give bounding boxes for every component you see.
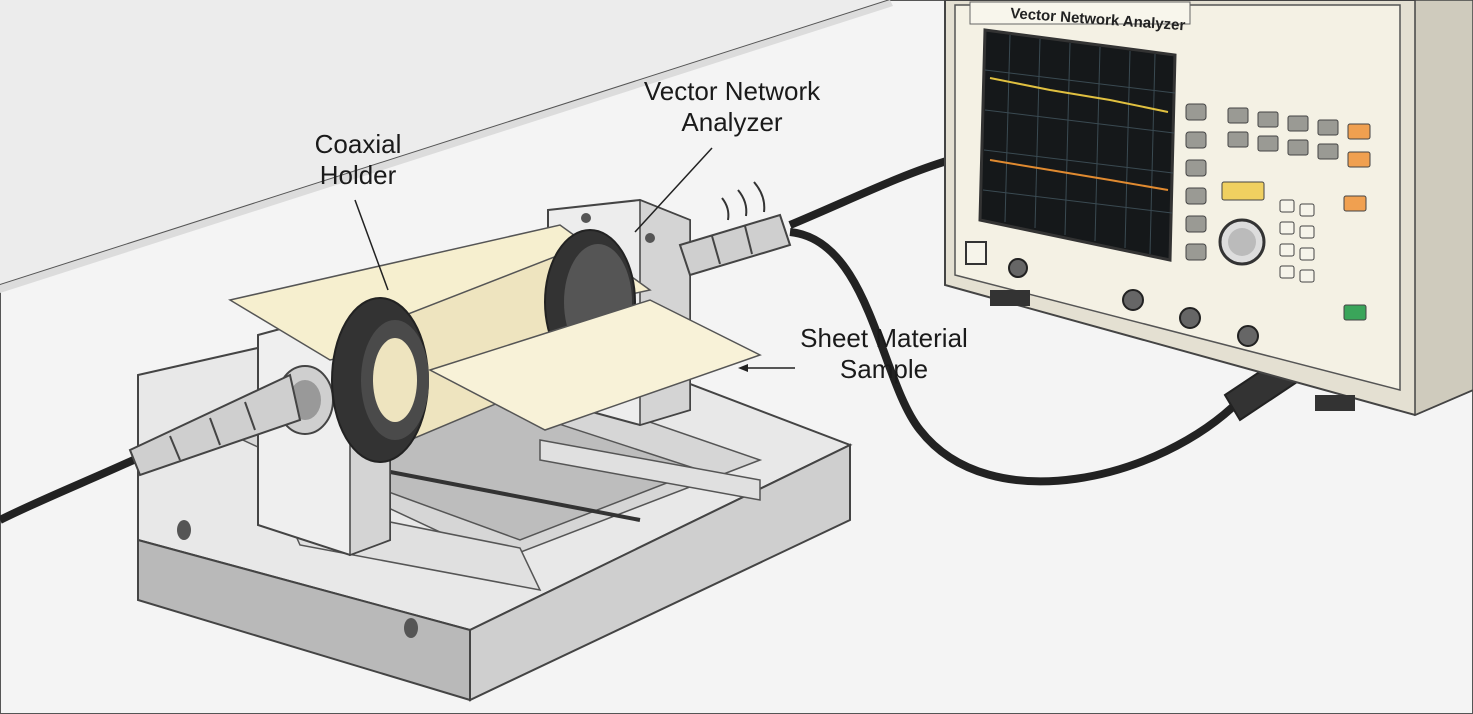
small-knob-3 <box>1179 307 1201 329</box>
callout-coaxial-holder-line2: Holder <box>319 160 397 190</box>
leader-sheet-arrowhead <box>738 364 748 372</box>
callout-coaxial-holder-line1: Coaxial <box>314 129 402 159</box>
leader-coaxial-holder <box>354 199 389 291</box>
small-knob-4 <box>1237 325 1259 347</box>
coaxial-tube <box>331 229 636 463</box>
trace-orange <box>989 159 1169 191</box>
left-cable <box>0 454 140 524</box>
power-switch <box>965 241 987 265</box>
trace-yellow <box>989 77 1169 113</box>
sample-sheet-back <box>228 224 652 361</box>
callout-sheet-material-sample: Sheet Material Sample <box>784 323 984 385</box>
small-knob-1 <box>1008 258 1028 278</box>
callout-vna-line1: Vector Network <box>643 76 821 106</box>
right-coax-connector <box>678 181 792 277</box>
leader-vna <box>634 147 713 233</box>
softkeys <box>1185 103 1207 261</box>
left-coax-connector <box>128 373 302 477</box>
callout-vector-network-analyzer: Vector Network Analyzer <box>612 76 852 138</box>
vector-network-analyzer-instrument: Vector Network Analyzer <box>944 0 1473 417</box>
callout-sheet-line2: Sample <box>839 354 929 384</box>
callout-sheet-line1: Sheet Material <box>800 323 968 353</box>
sample-sheet-front <box>428 299 762 431</box>
top-cable <box>788 156 952 229</box>
keypad <box>1221 107 1371 321</box>
small-knob-2 <box>1122 289 1144 311</box>
table-edge <box>0 0 893 293</box>
callout-coaxial-holder: Coaxial Holder <box>288 129 428 191</box>
callout-vna-line2: Analyzer <box>681 107 783 137</box>
